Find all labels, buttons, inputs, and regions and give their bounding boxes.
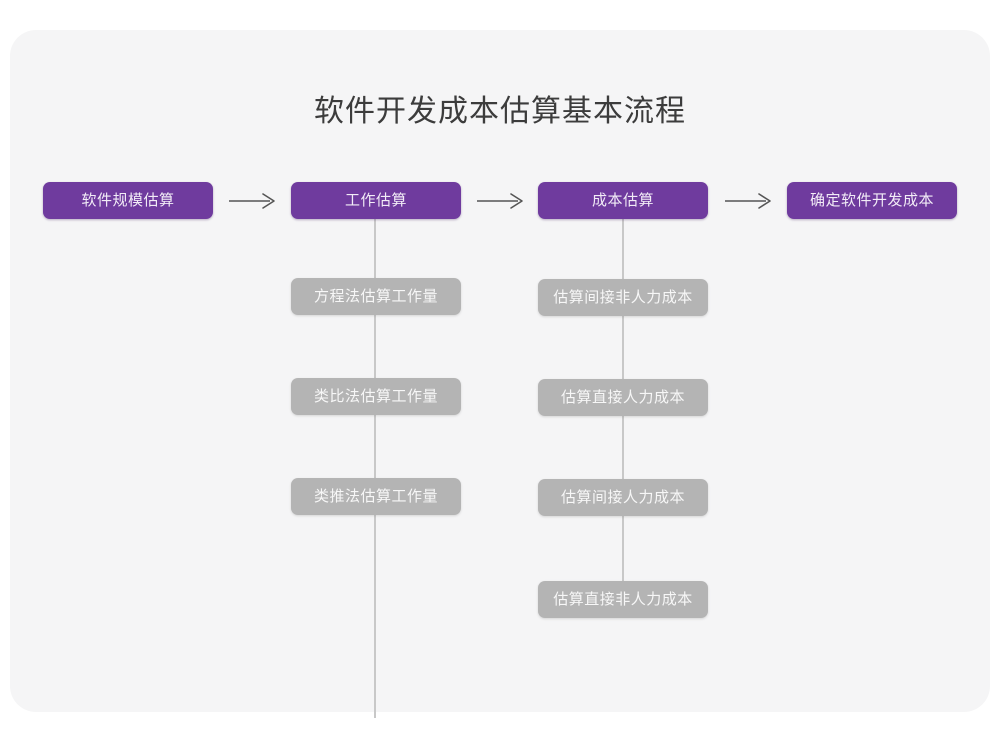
substep-node-equation-method-effort[interactable]: 方程法估算工作量 bbox=[291, 278, 461, 315]
connector-line-stage-2 bbox=[374, 218, 376, 718]
substep-node-inference-method-effort[interactable]: 类推法估算工作量 bbox=[291, 478, 461, 515]
arrow-right-icon-2 bbox=[476, 190, 526, 212]
stage-node-software-scale-estimation[interactable]: 软件规模估算 bbox=[43, 182, 213, 219]
stage-node-effort-estimation[interactable]: 工作估算 bbox=[291, 182, 461, 219]
stage-node-determine-development-cost[interactable]: 确定软件开发成本 bbox=[787, 182, 957, 219]
arrow-right-icon-1 bbox=[228, 190, 278, 212]
arrow-right-icon-3 bbox=[724, 190, 774, 212]
substep-node-indirect-nonlabor-cost[interactable]: 估算间接非人力成本 bbox=[538, 279, 708, 316]
substep-node-direct-nonlabor-cost[interactable]: 估算直接非人力成本 bbox=[538, 581, 708, 618]
stage-node-cost-estimation[interactable]: 成本估算 bbox=[538, 182, 708, 219]
diagram-card bbox=[10, 30, 990, 712]
substep-node-analogy-method-effort[interactable]: 类比法估算工作量 bbox=[291, 378, 461, 415]
substep-node-indirect-labor-cost[interactable]: 估算间接人力成本 bbox=[538, 479, 708, 516]
page-title: 软件开发成本估算基本流程 bbox=[314, 95, 686, 128]
substep-node-direct-labor-cost[interactable]: 估算直接人力成本 bbox=[538, 379, 708, 416]
